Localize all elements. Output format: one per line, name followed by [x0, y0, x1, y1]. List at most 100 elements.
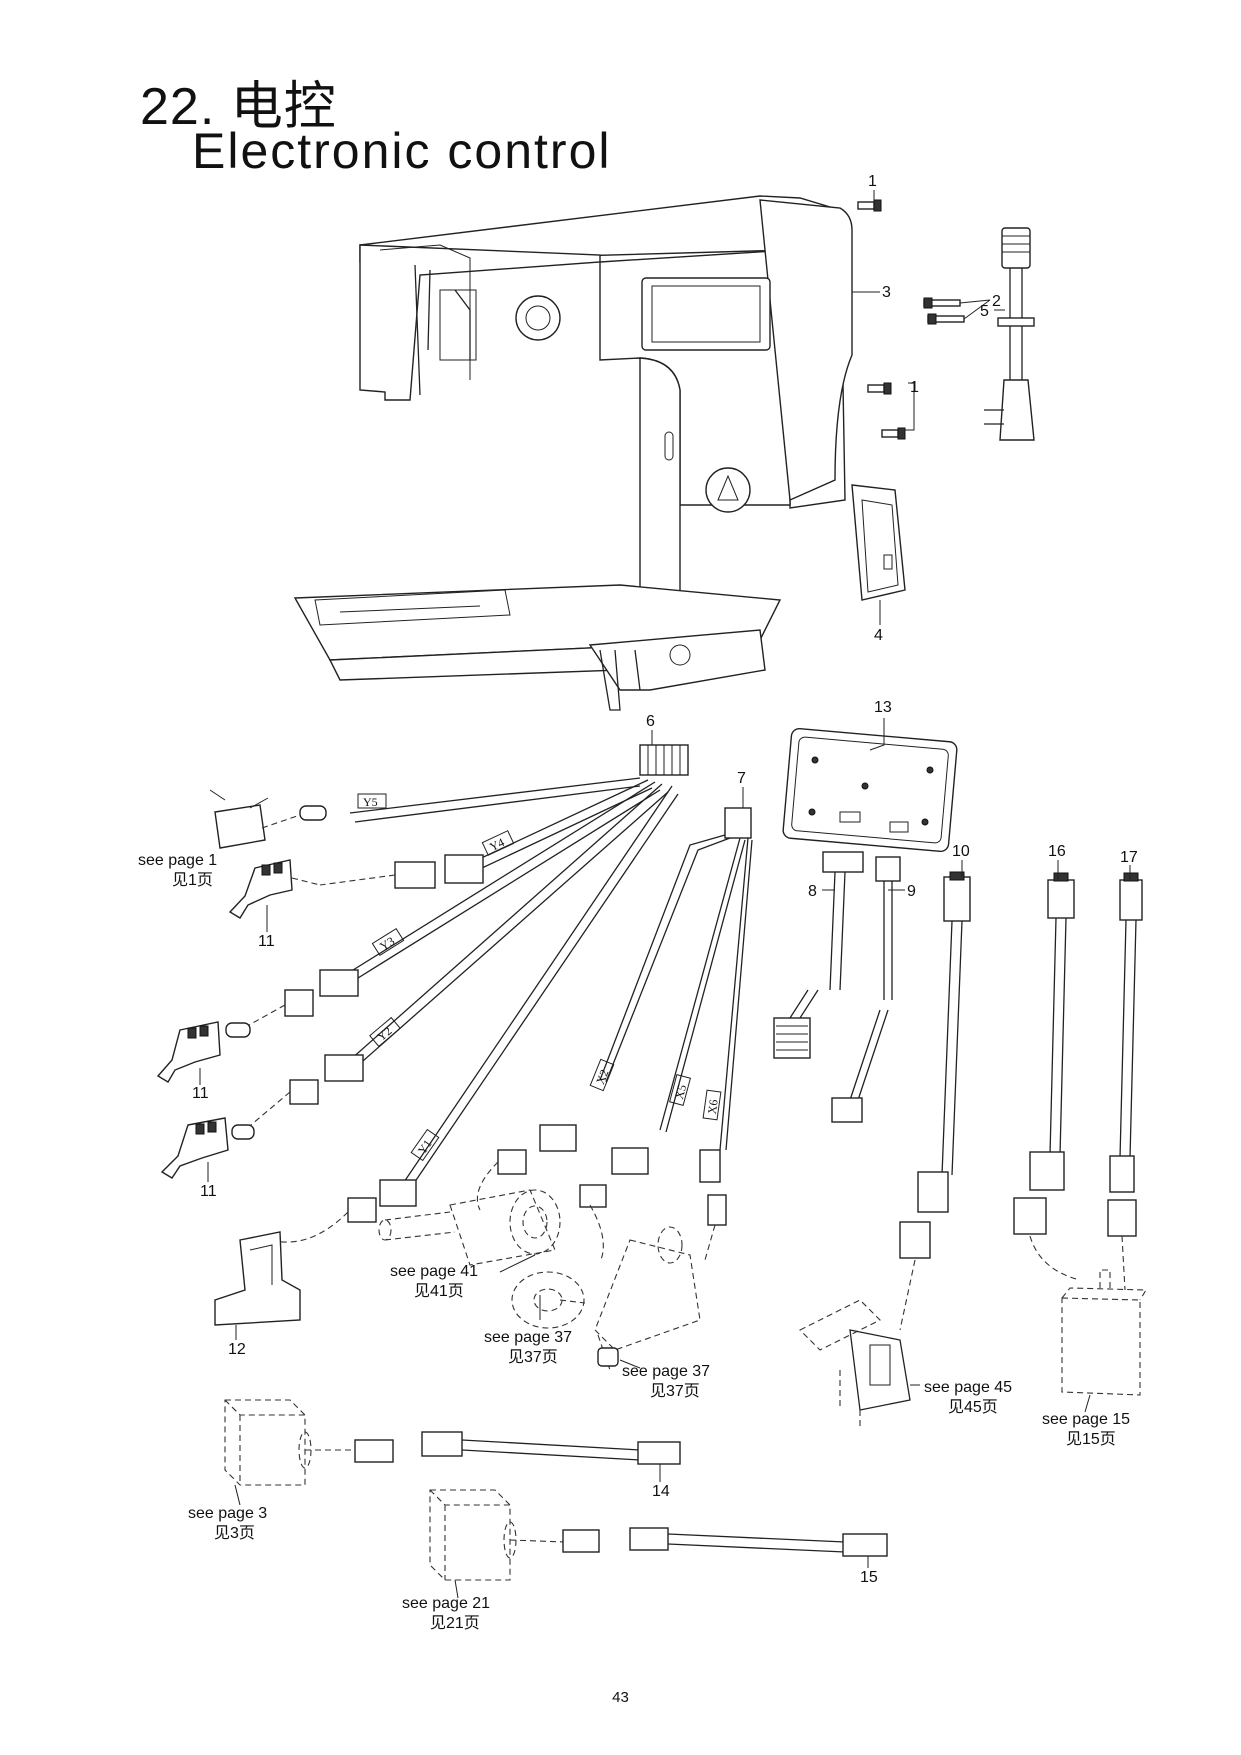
connector-x2	[476, 1124, 577, 1211]
motor-ref-page-41	[378, 1189, 561, 1266]
wire-tag-x5: X5	[669, 1074, 691, 1106]
reference-page-37-a-cn: 见37页	[508, 1349, 558, 1366]
wire-tag-y1-text: Y1	[415, 1137, 435, 1157]
connector-x6	[699, 1149, 727, 1261]
wire-tag-x2-text: X2	[593, 1067, 611, 1086]
wire-tag-x6-text: X6	[705, 1099, 721, 1115]
reference-page-37-a-en: see page 37	[484, 1329, 572, 1346]
section-subtitle: Electronic control	[192, 123, 612, 179]
callout-4: 4	[874, 627, 883, 644]
connector-y3	[225, 969, 359, 1038]
reference-page-21: see page 21 见21页	[402, 1595, 490, 1632]
bracket-part-4	[851, 484, 906, 601]
leader-lines	[199, 190, 1131, 1599]
control-panel-part-13	[782, 727, 958, 853]
reference-page-41-en: see page 41	[390, 1263, 478, 1280]
cable-part-8	[773, 851, 864, 1059]
reference-page-45-en: see page 45	[924, 1379, 1012, 1396]
connector-y2	[231, 1054, 364, 1140]
callout-11-top: 11	[258, 933, 275, 950]
callout-12: 12	[228, 1341, 246, 1358]
callout-17: 17	[1120, 849, 1138, 866]
reference-page-15-cn: 见15页	[1066, 1431, 1116, 1448]
connector-y1	[269, 1179, 417, 1243]
reference-page-15: see page 15 见15页	[1042, 1411, 1130, 1448]
callout-5: 5	[980, 303, 989, 320]
page-number: 43	[612, 1689, 629, 1706]
reference-page-41: see page 41 见41页	[390, 1263, 478, 1300]
reference-page-1: see page 1 见1页	[138, 852, 217, 889]
reference-page-1-en: see page 1	[138, 852, 217, 869]
section-title: 22. 电控	[140, 78, 337, 136]
reference-page-45: see page 45 见45页	[924, 1379, 1012, 1416]
callout-7: 7	[737, 770, 746, 787]
wire-tag-y2: Y2	[369, 1016, 401, 1048]
sensor-part-11-top	[228, 859, 321, 919]
reference-page-15-en: see page 15	[1042, 1411, 1130, 1428]
callout-15: 15	[860, 1569, 878, 1586]
wire-tag-y4: Y4	[481, 830, 515, 856]
callout-13: 13	[874, 699, 892, 716]
reference-page-37-b-cn: 见37页	[650, 1383, 700, 1400]
wire-tag-y3-text: Y3	[377, 934, 397, 954]
reference-page-45-cn: 见45页	[948, 1399, 998, 1416]
callout-2: 2	[992, 293, 1001, 310]
cable-part-15	[562, 1527, 888, 1557]
cable-part-16	[1013, 872, 1081, 1281]
reference-page-21-cn: 见21页	[430, 1615, 480, 1632]
cable-part-9	[831, 856, 901, 1123]
reference-page-3-en: see page 3	[188, 1505, 267, 1522]
screw-part-2	[923, 297, 965, 325]
wire-tag-y5-text: Y5	[363, 795, 378, 809]
power-cord-part-5	[984, 227, 1035, 441]
callout-3: 3	[882, 284, 891, 301]
sensor-part-11-mid	[156, 1021, 221, 1083]
reference-page-37-b: see page 37 见37页	[622, 1363, 710, 1400]
wire-tag-x2: X2	[589, 1058, 615, 1092]
sensor-part-11-bottom	[160, 1117, 229, 1179]
cable-part-14	[354, 1431, 681, 1465]
stepper-motor-ref-page-3	[224, 1399, 355, 1486]
callout-11-mid: 11	[192, 1085, 209, 1102]
motor-ref-page-37-a	[511, 1271, 586, 1329]
wire-tag-y3: Y3	[371, 927, 405, 957]
motor-ref-page-15	[1061, 1269, 1147, 1396]
reference-page-37-b-en: see page 37	[622, 1363, 710, 1380]
callout-6: 6	[646, 713, 655, 730]
callout-1-mid: 1	[910, 379, 919, 396]
wire-tag-y5: Y5	[357, 793, 387, 809]
screw-part-1-mid	[867, 382, 906, 440]
callout-16: 16	[1048, 843, 1066, 860]
callout-11-bottom: 11	[200, 1183, 217, 1200]
sewing-machine-body	[293, 195, 853, 711]
device-ref-page-45	[799, 1299, 911, 1430]
reference-page-37-a: see page 37 见37页	[484, 1329, 572, 1366]
microswitch-ref-page-1	[209, 789, 327, 849]
pedal-sensor-part-12	[214, 1231, 301, 1326]
wire-tag-y4-text: Y4	[487, 835, 506, 854]
reference-page-1-cn: 见1页	[172, 872, 213, 889]
cable-part-17	[1107, 872, 1143, 1291]
reference-page-21-en: see page 21	[402, 1595, 490, 1612]
wire-tag-y1: Y1	[410, 1128, 440, 1162]
wire-tag-x5-text: X5	[672, 1083, 689, 1101]
callout-1-top: 1	[868, 173, 877, 190]
harness-part-6	[344, 744, 689, 1193]
screw-part-1-top	[857, 199, 882, 212]
wire-tag-x6: X6	[702, 1089, 722, 1121]
callout-10: 10	[952, 843, 970, 860]
reference-page-3: see page 3 见3页	[188, 1505, 267, 1542]
callout-14: 14	[652, 1483, 670, 1500]
wire-tag-y2-text: Y2	[374, 1024, 394, 1044]
connector-y4	[319, 854, 484, 889]
solenoid-ref-page-37-b	[594, 1226, 701, 1371]
callout-9: 9	[907, 883, 916, 900]
harness-part-7	[599, 807, 753, 1151]
connector-x5	[579, 1147, 649, 1263]
reference-page-3-cn: 见3页	[214, 1525, 255, 1542]
stepper-motor-ref-page-21	[429, 1489, 566, 1581]
cable-part-10	[899, 871, 971, 1331]
reference-page-41-cn: 见41页	[414, 1283, 464, 1300]
callout-8: 8	[808, 883, 817, 900]
